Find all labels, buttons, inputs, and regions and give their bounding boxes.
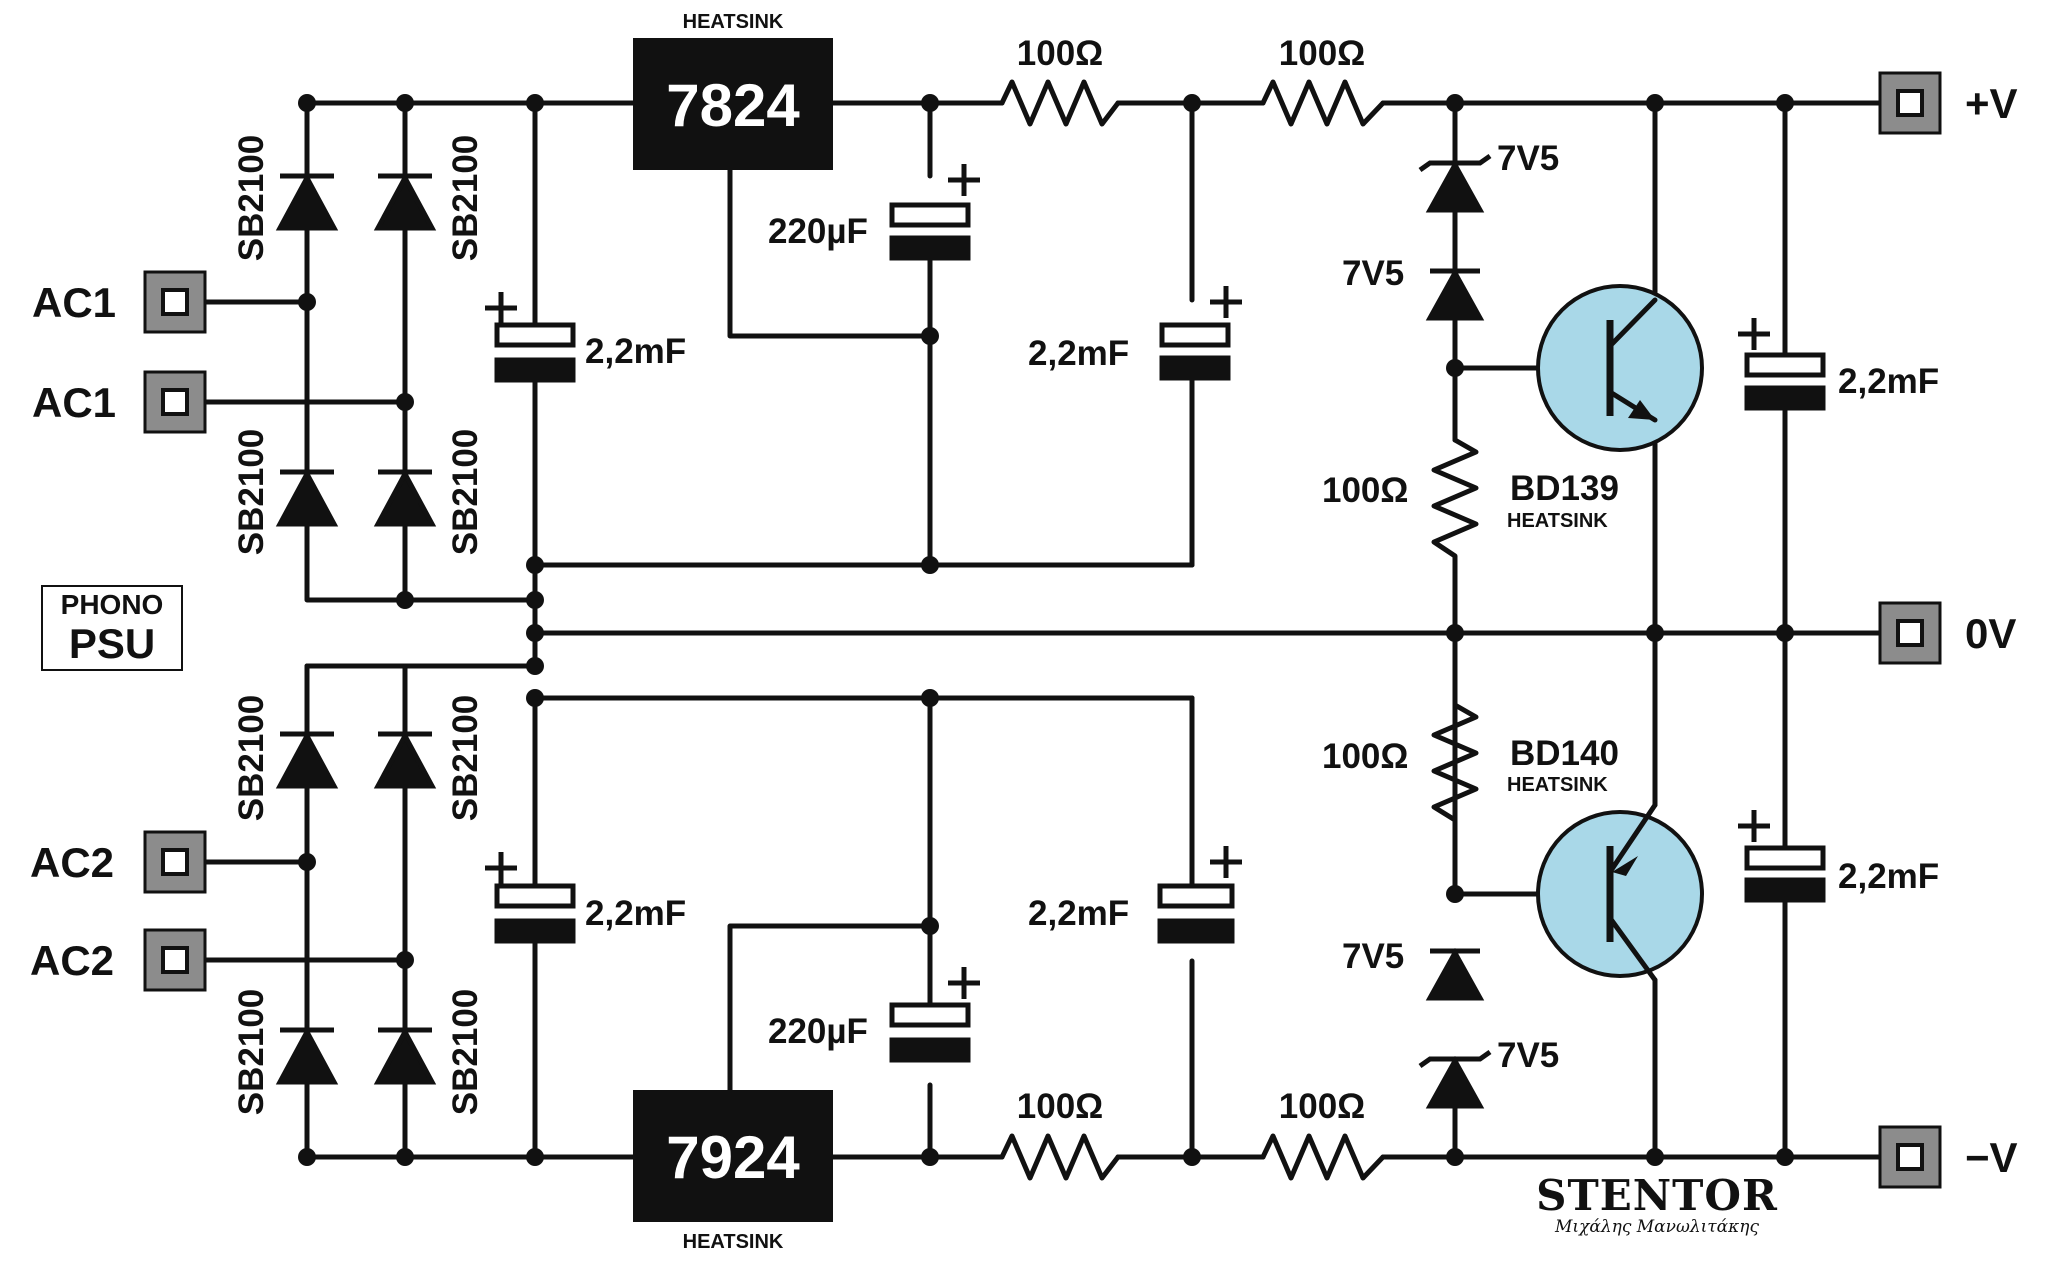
terminal-ac2-b: [143, 928, 207, 992]
terminal-minus-v: [1878, 1125, 1942, 1189]
cap-220-lower: [889, 967, 980, 1063]
diode-l4: [373, 1026, 437, 1085]
terminal-ac2-a: [143, 830, 207, 894]
terminal-plus-v: [1878, 71, 1942, 135]
terminal-0v: [1878, 601, 1942, 665]
zener-3: [1425, 947, 1485, 1001]
label-zener-3: 7V5: [1342, 937, 1404, 976]
junctions: [298, 94, 1794, 1166]
cap-upper-left: [485, 292, 576, 383]
label-bd140-heatsink: HEATSINK: [1507, 774, 1608, 796]
label-diode-l4: SB2100: [446, 989, 485, 1115]
label-0v: 0V: [1965, 610, 2016, 657]
diode-l1: [275, 730, 339, 789]
transistor-bd140: [1536, 802, 1704, 983]
brand-logo: STENTOR: [1536, 1171, 1778, 1220]
label-diode-l2: SB2100: [446, 695, 485, 821]
terminal-ac1-b: [143, 370, 207, 434]
label-resistor-top-1: 100Ω: [1017, 34, 1103, 73]
capacitors: [485, 164, 1826, 1063]
label-resistor-bot-1: 100Ω: [1017, 1087, 1103, 1126]
label-diode-u3: SB2100: [232, 429, 271, 555]
transistors: [1536, 284, 1704, 983]
cap-mid-upper: [1159, 286, 1242, 381]
resistor-top-2: [1260, 79, 1386, 127]
label-7824: 7824: [666, 72, 800, 139]
diode-l2: [373, 730, 437, 789]
terminal-ac1-a: [143, 270, 207, 334]
cap-right-upper: [1738, 318, 1826, 411]
cap-lower-left: [485, 852, 576, 944]
label-ac1-b: AC1: [32, 379, 116, 426]
label-cap-right-upper: 2,2mF: [1838, 362, 1939, 401]
transistor-bd139: [1536, 284, 1704, 452]
zener-1: [1418, 153, 1492, 213]
label-plus-v: +V: [1965, 80, 2018, 127]
label-cap-220-lower: 220µF: [768, 1012, 868, 1051]
diode-u4: [373, 468, 437, 527]
label-diode-u1: SB2100: [232, 135, 271, 261]
zener-4: [1418, 1049, 1492, 1109]
label-heatsink-7924: HEATSINK: [683, 1231, 784, 1253]
zener-2: [1425, 267, 1485, 321]
label-minus-v: −V: [1965, 1134, 2018, 1181]
cap-mid-lower: [1157, 846, 1242, 944]
title-line2: PSU: [69, 620, 155, 667]
regulators: [633, 38, 833, 1222]
regulator-7924: [633, 1090, 833, 1222]
label-resistor-shunt-2: 100Ω: [1322, 737, 1408, 776]
label-diode-l1: SB2100: [232, 695, 271, 821]
title-box: [41, 585, 183, 671]
label-cap-mid-upper: 2,2mF: [1028, 334, 1129, 373]
label-diode-l3: SB2100: [232, 989, 271, 1115]
label-heatsink-7824: HEATSINK: [683, 11, 784, 33]
resistor-top-1: [999, 79, 1121, 127]
resistor-bot-1: [999, 1133, 1121, 1181]
label-ac2-b: AC2: [30, 937, 114, 984]
label-bd140: BD140: [1510, 734, 1619, 773]
label-resistor-top-2: 100Ω: [1279, 34, 1365, 73]
label-cap-mid-lower: 2,2mF: [1028, 894, 1129, 933]
terminals: [143, 71, 1942, 1189]
label-zener-4: 7V5: [1497, 1036, 1559, 1075]
label-resistor-bot-2: 100Ω: [1279, 1087, 1365, 1126]
cap-right-lower: [1738, 810, 1826, 903]
diode-u1: [275, 172, 339, 231]
label-cap-upper-left: 2,2mF: [585, 332, 686, 371]
label-ac2-a: AC2: [30, 839, 114, 886]
label-zener-2: 7V5: [1342, 254, 1404, 293]
regulator-7824: [633, 38, 833, 170]
diode-u2: [373, 172, 437, 231]
diode-l3: [275, 1026, 339, 1085]
resistor-bot-2: [1260, 1133, 1386, 1181]
label-resistor-shunt-1: 100Ω: [1322, 471, 1408, 510]
label-ac1-a: AC1: [32, 279, 116, 326]
label-cap-lower-left: 2,2mF: [585, 894, 686, 933]
label-7924: 7924: [666, 1124, 800, 1191]
label-zener-1: 7V5: [1497, 139, 1559, 178]
label-diode-u4: SB2100: [446, 429, 485, 555]
rectifier-diodes: [275, 172, 437, 1085]
zener-diodes: [1418, 153, 1492, 1109]
label-diode-u2: SB2100: [446, 135, 485, 261]
title-line1: PHONO: [61, 589, 164, 620]
resistors: [999, 79, 1479, 1181]
author-signature: Μιχάλης Μανωλιτάκης: [1554, 1217, 1759, 1237]
diode-u3: [275, 468, 339, 527]
label-cap-right-lower: 2,2mF: [1838, 857, 1939, 896]
label-bd139-heatsink: HEATSINK: [1507, 510, 1608, 532]
label-cap-220-upper: 220µF: [768, 212, 868, 251]
cap-220-upper: [889, 164, 980, 261]
label-bd139: BD139: [1510, 469, 1619, 508]
labels: PHONO PSU AC1 AC1 AC2 AC2 +V 0V −V SB210…: [30, 11, 2018, 1253]
resistor-shunt-2: [1431, 702, 1479, 837]
resistor-shunt-1: [1431, 437, 1479, 573]
wires: [172, 100, 1883, 1160]
